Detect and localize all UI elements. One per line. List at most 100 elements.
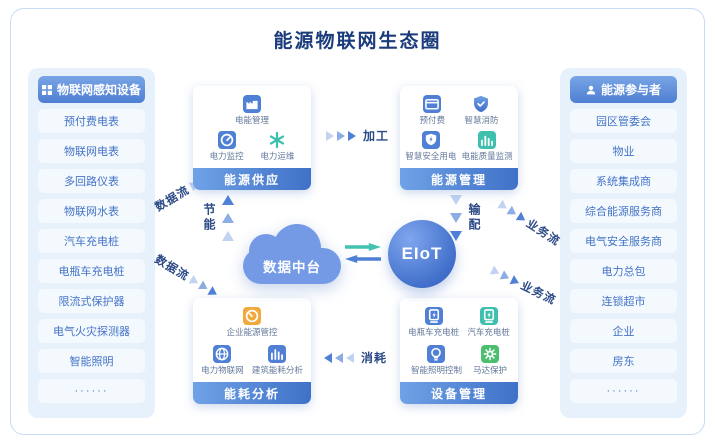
- eiot-platform-circle: EIoT: [388, 220, 456, 288]
- feature: 汽车充电桩: [467, 307, 510, 338]
- chevron-down-icon: [450, 213, 462, 223]
- list-item: 智能照明: [38, 349, 145, 373]
- chevron-up-icon: [222, 213, 234, 223]
- feature-label: 电力运维: [260, 151, 295, 162]
- power-iot-globe-icon: [213, 344, 232, 363]
- chevron-right-icon: [499, 270, 512, 283]
- feature: 马达保护: [472, 344, 507, 376]
- car-charger-icon: [479, 307, 498, 326]
- grid-icon: [41, 84, 52, 95]
- right-panel-header: 能源参与者: [570, 76, 677, 103]
- list-item: 物联网电表: [38, 139, 145, 163]
- chevron-left-icon: [335, 352, 343, 363]
- list-item: 园区管委会: [570, 109, 677, 133]
- power-ops-asterisk-icon: [270, 132, 285, 149]
- flow-consumption: 消耗: [324, 349, 387, 366]
- chevron-down-icon: [450, 195, 462, 205]
- flow-distribution: 输配: [450, 195, 483, 241]
- feature-label: 企业能源管控: [226, 327, 278, 338]
- module-device-management-title: 设备管理: [400, 382, 518, 404]
- page-title: 能源物联网生态圈: [273, 31, 442, 52]
- list-item-ellipsis: ······: [38, 379, 145, 403]
- flow-saving-label: 节能: [202, 203, 216, 233]
- feature-label: 建筑能耗分析: [251, 364, 303, 375]
- power-management-icon: [242, 94, 261, 113]
- chevron-down-icon: [450, 231, 462, 241]
- people-icon: [586, 85, 596, 94]
- feature-label: 智慧安全用电: [405, 151, 457, 162]
- list-item: 物联网水表: [38, 199, 145, 223]
- list-item: 综合能源服务商: [570, 199, 677, 223]
- list-item: 房东: [570, 349, 677, 373]
- list-item: 汽车充电桩: [38, 229, 145, 253]
- feature: 电瓶车充电桩: [408, 307, 459, 338]
- list-item: 企业: [570, 319, 677, 343]
- list-item: 系统集成商: [570, 169, 677, 193]
- smart-lighting-bulb-icon: [427, 344, 446, 363]
- feature-label: 马达保护: [472, 364, 507, 375]
- module-energy-supply: 电能管理 电力监控 电力运维 能源供应: [193, 86, 311, 190]
- list-item: 物业: [570, 139, 677, 163]
- flow-processing-label: 加工: [363, 129, 390, 143]
- flow-processing: 加工: [326, 127, 389, 144]
- module-energy-analysis-body: 企业能源管控 电力物联网 建筑能耗分析: [193, 298, 311, 382]
- chevron-right-icon: [337, 130, 345, 141]
- feature: 智慧消防: [464, 95, 499, 126]
- list-item: 限流式保护器: [38, 289, 145, 313]
- chevron-right-icon: [326, 130, 334, 141]
- flow-saving: 节能: [201, 195, 234, 241]
- feature-label: 电瓶车充电桩: [408, 327, 460, 338]
- ebike-charger-icon: [424, 307, 443, 326]
- chevron-up-icon: [222, 195, 234, 205]
- left-panel-header: 物联网感知设备: [38, 76, 145, 103]
- feature: 建筑能耗分析: [251, 344, 303, 376]
- fire-safety-shield-icon: [474, 95, 489, 112]
- feature: 电能质量监测: [462, 131, 513, 162]
- feature: 电力运维: [260, 131, 294, 162]
- module-device-management-body: 电瓶车充电桩 汽车充电桩 智能照明控制 马达保护: [400, 298, 518, 382]
- module-energy-analysis: 企业能源管控 电力物联网 建筑能耗分析 能耗分析: [193, 298, 311, 404]
- chevron-up-stack: [222, 195, 234, 241]
- feature-label: 电力物联网: [201, 364, 244, 375]
- list-item-ellipsis: ······: [570, 379, 677, 403]
- left-panel-title: 物联网感知设备: [56, 83, 141, 97]
- list-item: 电气安全服务商: [570, 229, 677, 253]
- feature: 预付费: [419, 94, 445, 126]
- exchange-arrow-right-icon: [345, 243, 381, 251]
- right-panel: 能源参与者 园区管委会 物业 系统集成商 综合能源服务商 电气安全服务商 电力总…: [560, 68, 687, 418]
- chevron-left-icon: [324, 352, 332, 363]
- module-energy-analysis-title: 能耗分析: [193, 382, 311, 404]
- feature-label: 智能照明控制: [410, 364, 462, 375]
- left-panel: 物联网感知设备 预付费电表 物联网电表 多回路仪表 物联网水表 汽车充电桩 电瓶…: [28, 68, 155, 418]
- exchange-arrow-left-icon: [345, 255, 381, 263]
- chevron-left-icon: [346, 352, 354, 363]
- safe-electricity-icon: [421, 131, 440, 150]
- feature-label: 电能管理: [234, 114, 269, 125]
- module-energy-management-title: 能源管理: [400, 168, 518, 190]
- feature-label: 汽车充电桩: [467, 327, 510, 338]
- feature-label: 预付费: [419, 114, 445, 125]
- motor-protection-gear-icon: [480, 344, 499, 363]
- module-device-management: 电瓶车充电桩 汽车充电桩 智能照明控制 马达保护 设备管理: [400, 298, 518, 404]
- module-energy-management-body: 预付费 智慧消防 智慧安全用电 电能质量监测: [400, 86, 518, 168]
- data-platform-cloud: 数据中台: [243, 224, 341, 284]
- feature-label: 电力监控: [209, 151, 244, 162]
- feature-label: 电能质量监测: [461, 151, 513, 162]
- prepaid-card-icon: [423, 94, 442, 113]
- power-quality-chart-icon: [478, 131, 497, 150]
- chevron-right-icon: [348, 130, 356, 141]
- feature: 电能管理: [234, 94, 269, 126]
- flow-distribution-label: 输配: [467, 203, 481, 233]
- list-item: 预付费电表: [38, 109, 145, 133]
- right-panel-title: 能源参与者: [600, 83, 661, 97]
- feature-label: 智慧消防: [464, 114, 499, 125]
- list-item: 电力总包: [570, 259, 677, 283]
- building-energy-chart-icon: [268, 344, 287, 363]
- chevron-right-icon: [509, 275, 522, 288]
- list-item: 多回路仪表: [38, 169, 145, 193]
- enterprise-energy-gauge-icon: [242, 307, 261, 326]
- module-energy-supply-title: 能源供应: [193, 168, 311, 190]
- cloud-label: 数据中台: [243, 248, 341, 284]
- feature: 智能照明控制: [410, 344, 462, 376]
